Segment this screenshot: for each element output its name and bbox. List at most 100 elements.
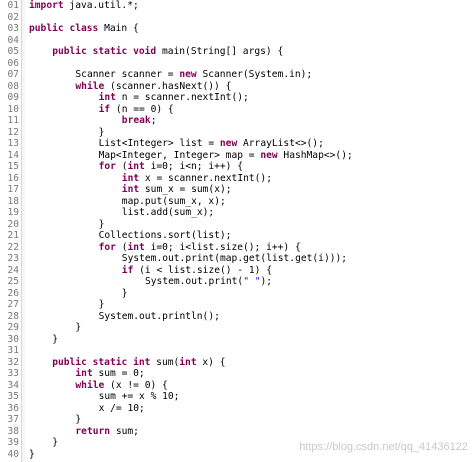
code-token: } [98, 299, 105, 310]
line-number: 15 [7, 161, 19, 172]
code-token: (x != 0) { [104, 379, 168, 391]
code-line: 29} [0, 322, 474, 334]
code-token: HashMap<>(); [277, 149, 353, 161]
code-token: main(String[] args) { [156, 46, 284, 57]
code-text: } [29, 449, 35, 461]
keyword-token: int [98, 92, 116, 103]
code-line: 37} [0, 414, 474, 426]
code-text: Map<Integer, Integer> map = new HashMap<… [99, 150, 353, 162]
code-text: break; [122, 115, 157, 127]
code-token: } [75, 414, 82, 425]
line-number: 02 [7, 11, 19, 23]
code-line: 31 [0, 345, 474, 357]
line-number: 05 [7, 46, 19, 57]
code-token: Map<Integer, Integer> map = [98, 149, 261, 161]
code-token: ( [115, 241, 128, 253]
line-number: 38 [7, 425, 19, 437]
watermark-url: https://blog.csdn.net/qq_41436122 [299, 441, 468, 453]
code-text: for (int i=0; i<n; i++) { [99, 161, 243, 173]
keyword-token: int [127, 161, 145, 172]
code-text: } [52, 334, 58, 346]
code-token: System.out.print( [145, 276, 244, 287]
keyword-token: new [179, 69, 197, 80]
code-token: Scanner scanner = [75, 69, 180, 80]
code-text: } [99, 299, 105, 311]
code-text: Scanner scanner = new Scanner(System.in)… [75, 69, 312, 81]
code-token: } [121, 287, 128, 299]
keyword-token: for [98, 161, 116, 172]
code-line: 20} [0, 219, 474, 231]
keyword-token: int [179, 356, 197, 368]
code-line: 39} [0, 437, 474, 449]
code-token: java.util.*; [63, 0, 139, 11]
code-text: return sum; [75, 426, 139, 438]
line-number: 27 [7, 299, 19, 310]
code-token: (i < list.size() - 1) { [133, 264, 272, 276]
code-token: } [29, 448, 35, 460]
code-text: x /= 10; [99, 403, 145, 415]
code-token: } [98, 218, 105, 230]
code-token: System.out.print(map.get(list.get(i))); [121, 253, 348, 264]
line-number: 32 [7, 356, 19, 368]
line-number: 33 [7, 368, 19, 379]
line-number: 09 [7, 92, 19, 103]
line-number: 30 [7, 333, 19, 345]
line-number: 07 [7, 69, 19, 80]
code-line: 30} [0, 334, 474, 346]
code-line: 02 [0, 12, 474, 24]
keyword-token: void [133, 46, 157, 57]
code-line: 27} [0, 299, 474, 311]
keyword-token: new [219, 138, 238, 149]
line-number: 06 [7, 57, 19, 69]
keyword-token: class [69, 23, 99, 34]
code-line: 35 sum += x % 10; [0, 391, 474, 403]
code-token: Collections.sort(list); [98, 230, 232, 241]
code-text: list.add(sum_x); [122, 207, 214, 219]
line-number: 20 [7, 218, 19, 230]
code-token: n = scanner.nextInt(); [115, 92, 249, 103]
code-line: 12} [0, 127, 474, 139]
keyword-token: new [260, 149, 278, 161]
code-token: Scanner(System.in); [196, 69, 313, 80]
code-text: int n = scanner.nextInt(); [99, 92, 249, 104]
code-text: } [99, 127, 105, 139]
line-number: 37 [7, 414, 19, 425]
code-text: public class Main { [29, 23, 139, 35]
line-number: 10 [7, 103, 19, 115]
code-line: 04 [0, 35, 474, 47]
line-number: 12 [7, 126, 19, 138]
code-line: 06 [0, 58, 474, 70]
line-number: 11 [7, 115, 19, 126]
keyword-token: int [121, 172, 140, 184]
code-text: } [122, 288, 128, 300]
code-token: i=0; i<n; i++) { [144, 161, 244, 172]
code-text: for (int i=0; i<list.size(); i++) { [99, 242, 301, 254]
code-text: } [99, 219, 105, 231]
code-text: sum += x % 10; [99, 391, 180, 403]
keyword-token: if [98, 103, 111, 115]
code-token: Main { [98, 23, 139, 34]
code-token: ArrayList<>(); [237, 138, 324, 149]
code-token: } [75, 322, 82, 333]
line-number: 14 [7, 149, 19, 161]
code-token: ( [115, 161, 128, 172]
line-number: 28 [7, 310, 19, 322]
code-line: 15 for (int i=0; i<n; i++) { [0, 161, 474, 173]
line-number: 40 [7, 448, 19, 460]
keyword-token: break [121, 115, 151, 126]
code-text: } [75, 414, 81, 426]
keyword-token: int [127, 241, 145, 253]
line-number: 35 [7, 391, 19, 402]
line-number: 16 [7, 172, 19, 184]
keyword-token: public [52, 46, 87, 57]
